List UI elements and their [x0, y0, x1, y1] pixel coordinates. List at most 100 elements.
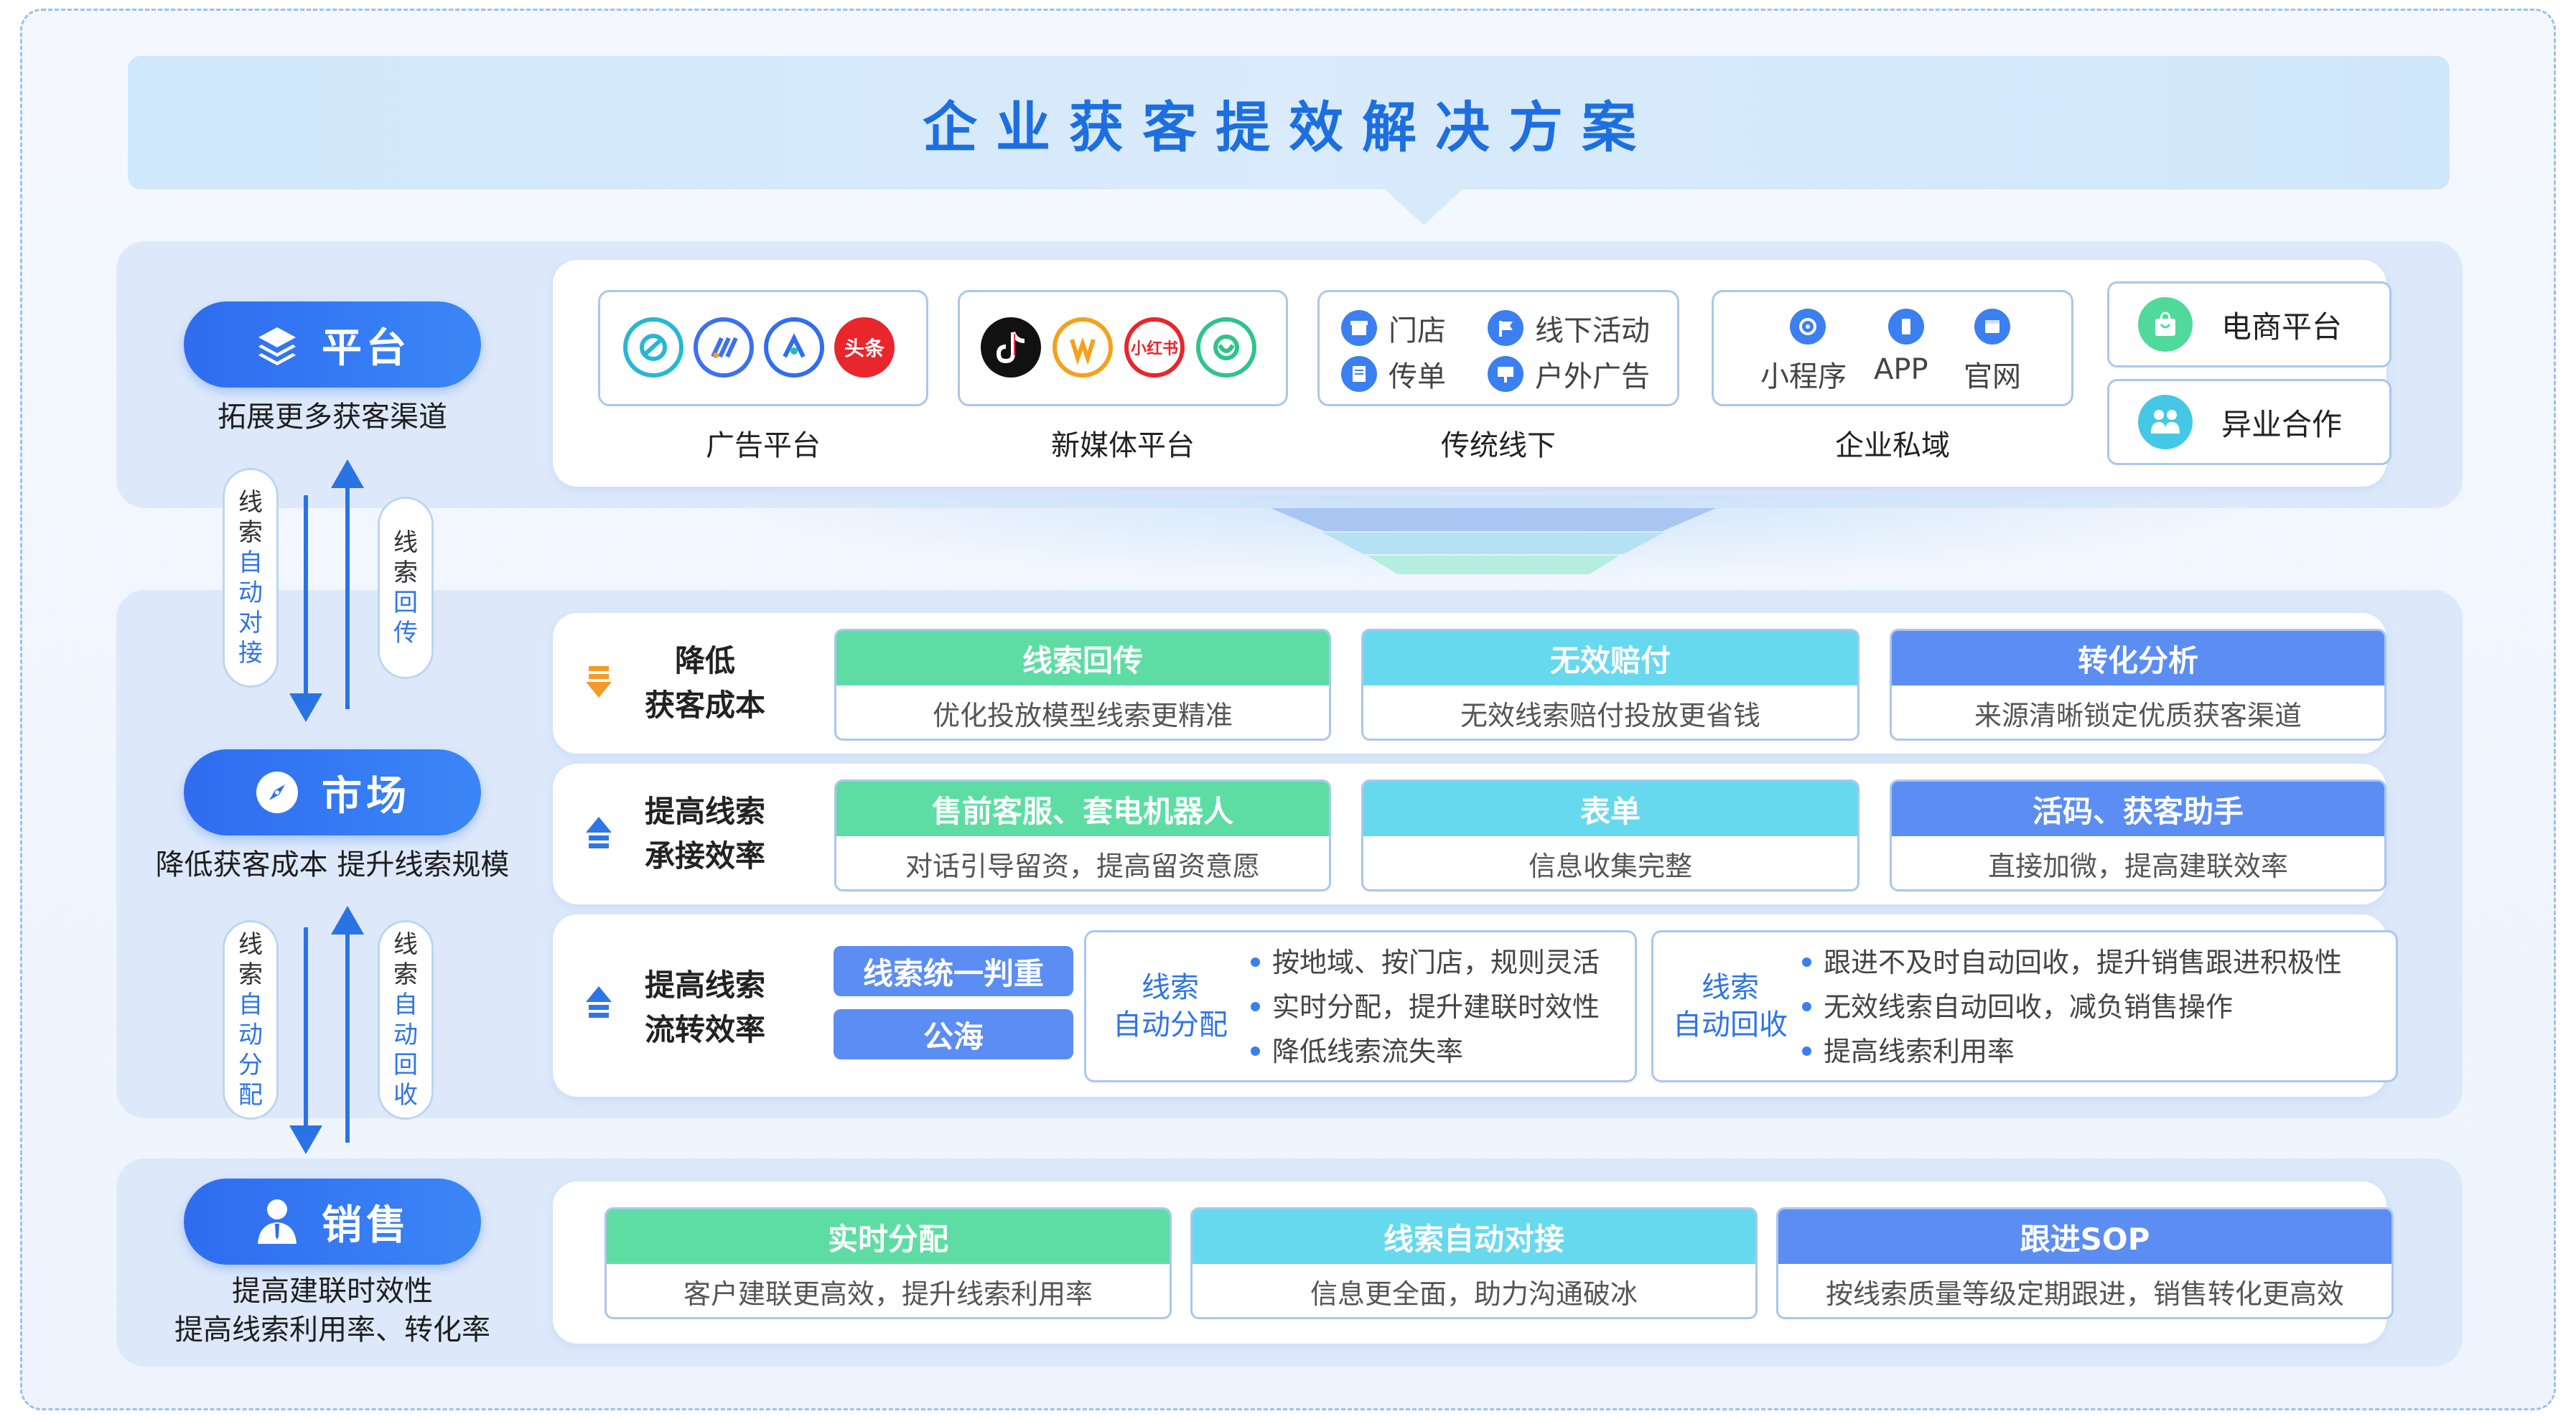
funnel-layer-3 — [1367, 556, 1620, 574]
card-head: 跟进SOP — [1778, 1209, 2391, 1264]
market-row-2-title-line1: 提高线索 — [644, 794, 765, 829]
card-body: 信息收集完整 — [1528, 850, 1692, 882]
card-head: 表单 — [1363, 782, 1857, 836]
auto-recycle-label-line1: 线索 — [1702, 971, 1759, 1004]
market-row-1-title-line1: 降低 — [674, 643, 735, 678]
mini-program-icon — [1790, 309, 1826, 345]
auto-recycle-label: 线索 自动回收 — [1664, 969, 1796, 1044]
sales-pill: 销售 — [184, 1179, 481, 1265]
dedup-button: 线索统一判重 — [834, 946, 1073, 996]
platform-pill: 平台 — [184, 301, 481, 388]
bullet-item: 无效线索自动回收，减负销售操作 — [1799, 985, 2342, 1029]
card-form: 表单 信息收集完整 — [1361, 779, 1859, 891]
auto-assign-label: 线索 自动分配 — [1098, 969, 1242, 1044]
card-invalid-compensation: 无效赔付 无效线索赔付投放更省钱 — [1361, 629, 1859, 741]
offline-item-outdoor: 户外广告 — [1488, 353, 1650, 395]
ad-platform-1-icon — [623, 317, 683, 378]
vchar: 线 — [238, 488, 263, 517]
toutiao-icon: 头条 — [834, 317, 895, 378]
bullet-item: 降低线索流失率 — [1248, 1029, 1600, 1074]
bullet-item: 提高线索利用率 — [1799, 1029, 2342, 1074]
auto-recycle-bullets: 跟进不及时自动回收，提升销售跟进积极性 无效线索自动回收，减负销售操作 提高线索… — [1799, 940, 2342, 1074]
ad-platform-2-icon — [694, 317, 754, 378]
vchar: 传 — [393, 619, 418, 647]
vchar: 接 — [238, 639, 263, 668]
vchar: 动 — [393, 1021, 418, 1049]
market-row-3-title-line2: 流转效率 — [644, 1012, 765, 1047]
arrow-down-assign — [289, 927, 322, 1154]
card-followup-sop: 跟进SOP 按线索质量等级定期跟进，销售转化更高效 — [1776, 1207, 2394, 1319]
card-head: 线索回传 — [836, 631, 1329, 685]
vchar: 索 — [393, 960, 418, 989]
cross-industry-label: 异业合作 — [2221, 406, 2343, 442]
ecommerce-card: 电商平台 — [2107, 281, 2391, 367]
card-body: 客户建联更高效，提升线索利用率 — [683, 1278, 1093, 1310]
arrow-down-connect — [289, 495, 322, 722]
vlabel-return: 线 索 回 传 — [378, 497, 434, 679]
market-row-2-title: 提高线索 承接效率 — [633, 790, 777, 879]
offline-box — [1317, 290, 1679, 406]
sales-subtitle-line1: 提高建联时效性 — [232, 1275, 433, 1308]
vchar: 线 — [393, 930, 418, 959]
funnel-layer-2 — [1322, 533, 1664, 554]
layers-icon — [254, 322, 300, 367]
card-body: 优化投放模型线索更精准 — [932, 699, 1233, 731]
card-realtime-assign: 实时分配 客户建联更高效，提升线索利用率 — [605, 1207, 1172, 1319]
billboard-icon — [1488, 356, 1523, 392]
wechat-channels-icon — [1196, 317, 1256, 378]
vchar: 自 — [238, 991, 263, 1019]
offline-item-event: 线下活动 — [1488, 307, 1650, 349]
offline-item-flyer: 传单 — [1341, 353, 1446, 395]
card-lead-callback: 线索回传 优化投放模型线索更精准 — [834, 629, 1331, 741]
efficiency-up-icon — [586, 817, 612, 848]
vchar: 自 — [238, 548, 263, 577]
private-item-website: 官网 — [1964, 360, 2021, 393]
vchar: 索 — [238, 518, 263, 547]
weibo-icon — [1053, 317, 1113, 378]
title-pointer — [1381, 185, 1467, 225]
douyin-icon — [981, 317, 1041, 378]
vchar: 动 — [238, 1021, 263, 1049]
vchar: 索 — [238, 960, 263, 989]
compass-icon — [254, 769, 300, 815]
card-head: 活码、获客助手 — [1892, 782, 2384, 836]
offline-label: 传统线下 — [1441, 429, 1556, 462]
page-title: 企业获客提效解决方案 — [923, 95, 1655, 159]
app-icon — [1888, 309, 1924, 345]
sales-subtitle-line2: 提高线索利用率、转化率 — [174, 1313, 490, 1347]
vchar: 收 — [393, 1081, 418, 1110]
new-media-label: 新媒体平台 — [1051, 429, 1195, 462]
private-item-mini-program: 小程序 — [1760, 360, 1847, 393]
card-body: 无效线索赔付投放更省钱 — [1460, 699, 1760, 731]
auto-assign-bullets: 按地域、按门店，规则灵活 实时分配，提升建联时效性 降低线索流失率 — [1248, 940, 1600, 1074]
bullet-item: 按地域、按门店，规则灵活 — [1248, 940, 1600, 985]
card-body: 按线索质量等级定期跟进，销售转化更高效 — [1825, 1278, 2344, 1310]
offline-item-label: 线下活动 — [1535, 314, 1650, 347]
card-body: 信息更全面，助力沟通破冰 — [1310, 1278, 1638, 1310]
card-auto-connect: 线索自动对接 信息更全面，助力沟通破冰 — [1190, 1207, 1758, 1319]
private-item-app: APP — [1874, 353, 1928, 386]
toutiao-text: 头条 — [844, 337, 885, 360]
card-presales-bot: 售前客服、套电机器人 对话引导留资，提高留资意愿 — [834, 779, 1331, 891]
market-label: 市场 — [322, 772, 411, 820]
market-pill: 市场 — [184, 749, 481, 835]
title-banner: 企业获客提效解决方案 — [128, 56, 2450, 225]
market-row-1-title: 降低 获客成本 — [633, 639, 777, 728]
offline-item-label: 门店 — [1389, 314, 1446, 347]
cost-down-icon — [586, 666, 612, 698]
vchar: 分 — [238, 1051, 263, 1080]
private-label: 企业私域 — [1835, 429, 1950, 462]
shopping-bag-icon — [2138, 297, 2193, 352]
market-row-2-title-line2: 承接效率 — [644, 838, 765, 874]
card-live-code: 活码、获客助手 直接加微，提高建联效率 — [1890, 779, 2386, 891]
vchar: 配 — [238, 1081, 263, 1110]
auto-assign-label-line1: 线索 — [1142, 971, 1199, 1004]
partnership-icon — [2138, 395, 2193, 449]
private-box — [1712, 290, 2073, 406]
vchar: 线 — [238, 930, 263, 959]
market-subtitle: 降低获客成本 提升线索规模 — [155, 848, 510, 881]
bullet-item: 实时分配，提升建联时效性 — [1248, 985, 1600, 1029]
website-icon — [1974, 309, 2010, 345]
offline-item-store: 门店 — [1341, 307, 1446, 349]
card-body: 对话引导留资，提高留资意愿 — [905, 850, 1260, 882]
